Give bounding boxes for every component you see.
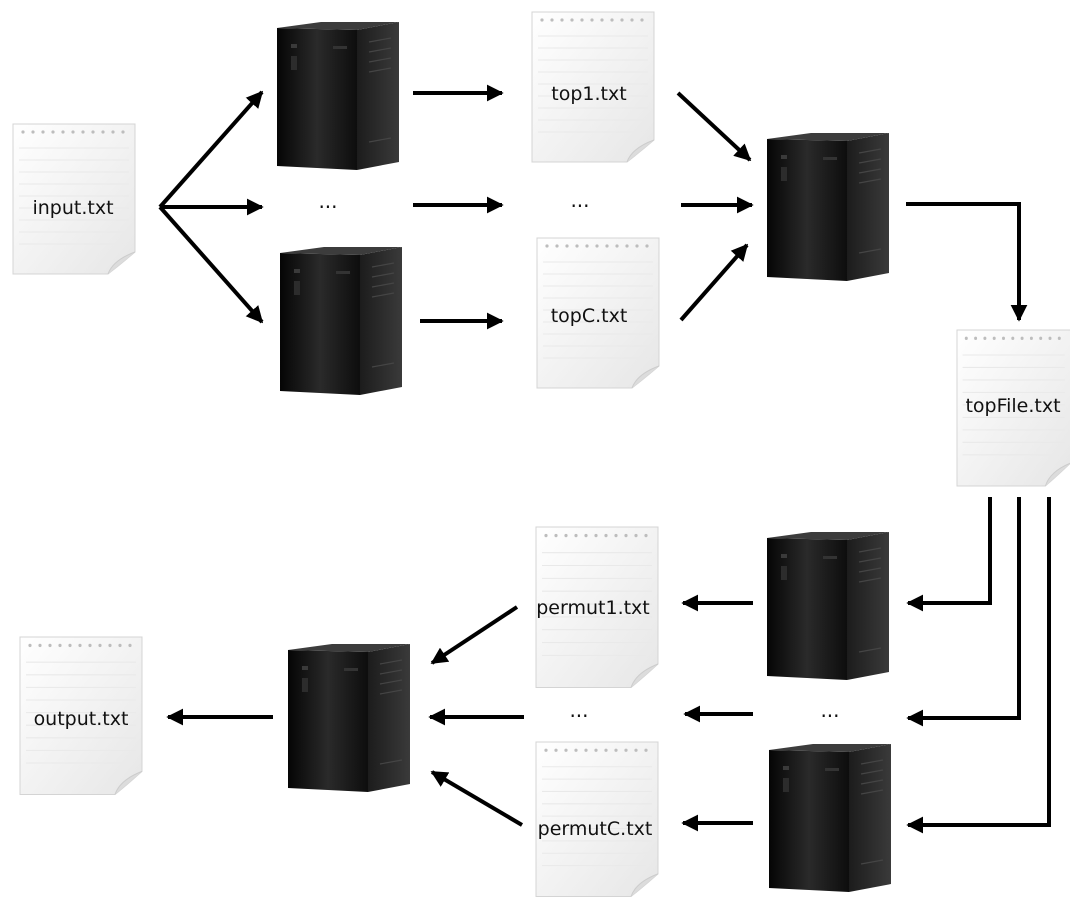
document-label-topC: topC.txt (551, 305, 628, 327)
arrow-merge-to-topfile (906, 202, 1028, 322)
arrow-input-to-map-server-c (158, 205, 264, 324)
server-tower-icon (766, 531, 890, 681)
document-top1: top1.txt (531, 11, 655, 163)
arrow-topfile-to-reduce-1 (906, 497, 992, 612)
document-topC: topC.txt (536, 237, 660, 389)
server-tower-icon (766, 132, 890, 282)
server-tower-icon (279, 246, 403, 396)
document-output: output.txt (19, 636, 143, 796)
document-topfile: topFile.txt (956, 329, 1070, 487)
document-label-input: input.txt (32, 197, 113, 219)
arrow-topfile-to-reduce-c (906, 497, 1051, 834)
arrow-top1-to-merge (676, 91, 752, 162)
server-tower-icon (768, 743, 892, 893)
server-tower-icon (276, 21, 400, 171)
permut-files-ellipsis: ... (569, 698, 588, 722)
document-label-top1: top1.txt (551, 83, 626, 105)
document-label-permutC: permutC.txt (538, 818, 653, 840)
arrow-permut1-to-final (430, 605, 519, 665)
document-input: input.txt (12, 123, 136, 275)
document-permut1: permut1.txt (535, 526, 659, 689)
connector-arrows (158, 84, 1051, 834)
arrow-input-to-map-server-1 (158, 90, 264, 209)
top-files-ellipsis: ... (570, 188, 589, 212)
arrow-topC-to-merge (679, 243, 749, 322)
arrow-permutC-to-final (430, 770, 524, 827)
document-label-permut1: permut1.txt (536, 597, 650, 619)
server-tower-icon (287, 643, 411, 793)
arrow-topfile-to-reduce-ellipsis (906, 497, 1021, 727)
document-label-output: output.txt (34, 708, 129, 730)
map-servers-ellipsis: ... (318, 189, 337, 213)
reduce-servers-ellipsis: ... (820, 698, 839, 722)
document-label-topfile: topFile.txt (965, 395, 1060, 417)
document-permutC: permutC.txt (535, 741, 659, 897)
